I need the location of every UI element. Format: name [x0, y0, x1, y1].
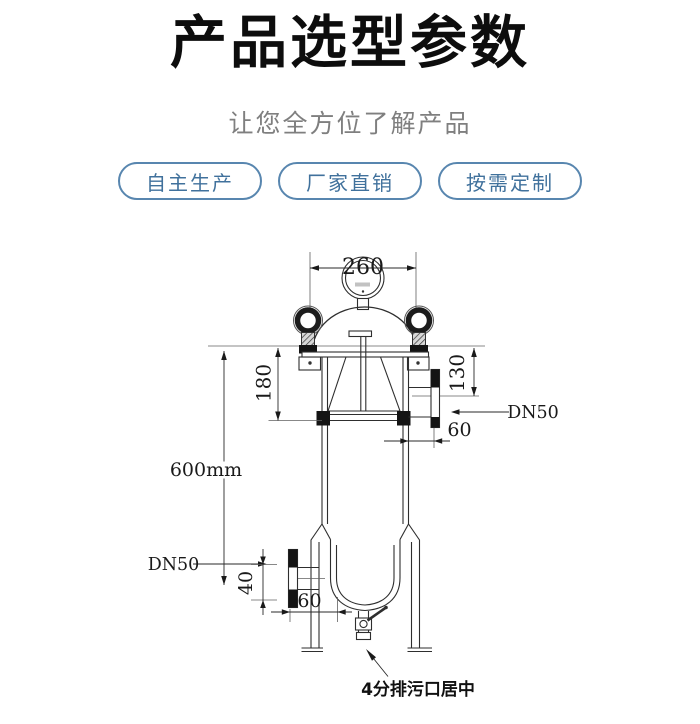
drain-note-label: 4分排污口居中	[361, 679, 475, 700]
bag-handle	[348, 330, 373, 411]
bottom-drain-valve	[354, 605, 388, 641]
dim-outlet-height-label: 130	[445, 354, 469, 392]
filter-bag-cone	[327, 356, 401, 412]
eye-bolt-left	[293, 305, 323, 354]
lower-vessel	[321, 523, 409, 612]
dim-outlet-offset: 60	[384, 419, 472, 448]
dim-top-width-label: 260	[342, 255, 384, 280]
page-title: 产品选型参数	[170, 10, 530, 76]
feature-badges: 自主生产 厂家直销 按需定制	[0, 162, 700, 200]
support-legs	[301, 523, 432, 653]
badge-customizable: 按需定制	[438, 162, 582, 200]
dim-top-width	[309, 252, 417, 309]
dim-upper-height: 180	[252, 348, 322, 421]
drain-nozzle-label: DN50	[148, 555, 200, 575]
dim-drain-nozzle: DN50	[148, 555, 267, 575]
dim-body-height: 600mm	[170, 351, 242, 585]
eye-bolt-right	[404, 305, 434, 354]
dim-outlet-nozzle: DN50	[451, 403, 559, 423]
dim-drain-horizontal: 60	[271, 590, 352, 622]
support-ring	[316, 411, 411, 426]
page-subtitle: 让您全方位了解产品	[228, 109, 472, 138]
dim-body-height-label: 600mm	[170, 459, 242, 481]
badge-factory-direct: 厂家直销	[278, 162, 422, 200]
dim-upper-height-label: 180	[252, 364, 276, 402]
dim-drain-vertical: 40	[235, 549, 277, 615]
pressure-gauge	[341, 256, 385, 311]
dim-drain-vertical-label: 40	[235, 571, 257, 595]
badge-self-production: 自主生产	[118, 162, 262, 200]
dim-outlet-offset-label: 60	[447, 419, 471, 441]
drain-nozzle-left	[287, 548, 325, 609]
dim-outlet-height: 130	[445, 348, 477, 396]
gauge-micro-text	[355, 282, 370, 287]
drain-note: 4分排污口居中	[361, 649, 475, 700]
gauge-stem	[356, 297, 370, 311]
dim-drain-horizontal-label: 60	[297, 590, 321, 612]
outlet-nozzle-label: DN50	[507, 403, 559, 423]
cover-assembly	[298, 351, 430, 371]
outlet-nozzle-right	[408, 368, 479, 429]
